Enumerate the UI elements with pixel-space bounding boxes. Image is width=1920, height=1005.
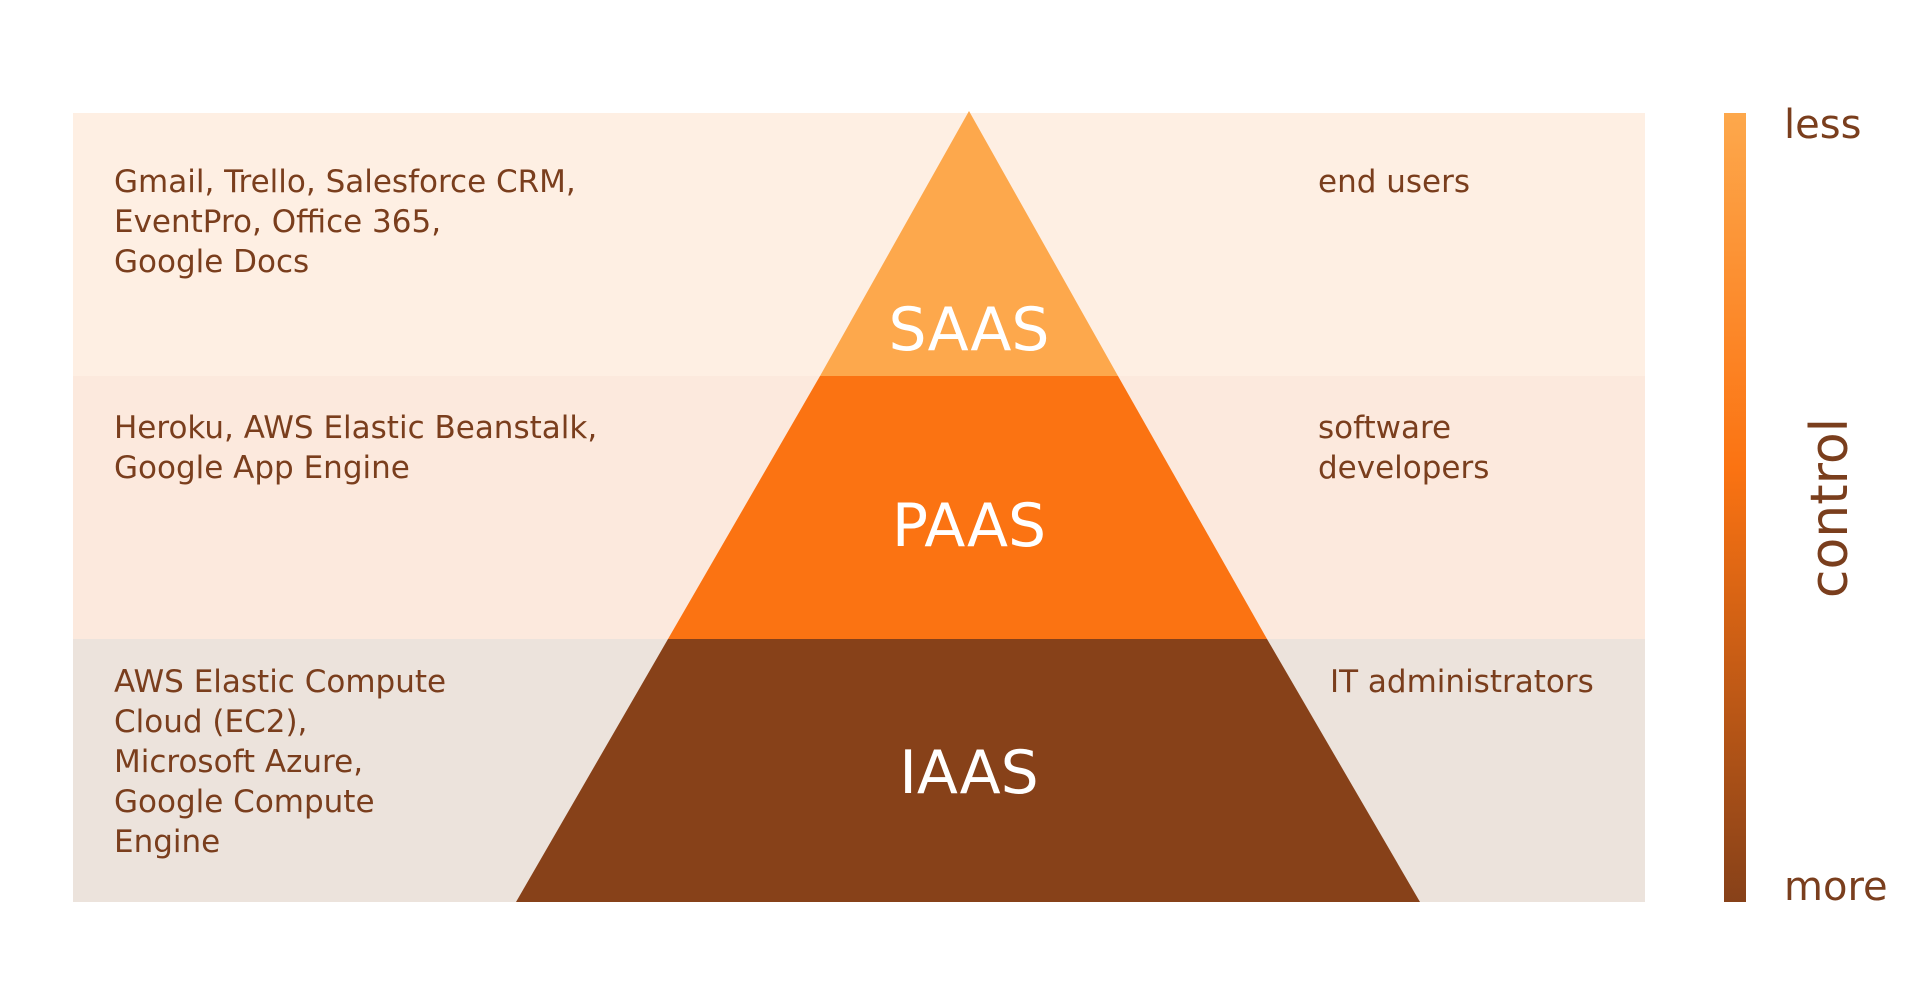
saas-label: SAAS xyxy=(888,295,1049,365)
iaas-example-line: Cloud (EC2), xyxy=(114,704,307,740)
paas-example-line: Google App Engine xyxy=(114,450,410,486)
paas-label: PAAS xyxy=(892,491,1046,561)
paas-examples: Heroku, AWS Elastic Beanstalk, Google Ap… xyxy=(114,410,607,486)
control-scale-bar xyxy=(1724,113,1746,902)
paas-users: software developers xyxy=(1318,410,1489,486)
control-more-label: more xyxy=(1784,864,1888,910)
saas-tier xyxy=(820,111,1118,376)
saas-example-line: EventPro, Office 365, xyxy=(114,204,441,240)
saas-example-line: Gmail, Trello, Salesforce CRM, xyxy=(114,164,576,200)
iaas-tier xyxy=(516,639,1420,902)
iaas-example-line: Google Compute xyxy=(114,784,375,820)
paas-user-line: developers xyxy=(1318,450,1489,486)
saas-user-line: end users xyxy=(1318,164,1470,200)
paas-user-line: software xyxy=(1318,410,1451,446)
paas-example-line: Heroku, AWS Elastic Beanstalk, xyxy=(114,410,597,446)
iaas-examples: AWS Elastic Compute Cloud (EC2), Microso… xyxy=(114,664,456,860)
control-scale-title: control xyxy=(1800,418,1860,598)
iaas-label: IAAS xyxy=(899,738,1039,808)
control-less-label: less xyxy=(1784,102,1861,148)
iaas-example-line: AWS Elastic Compute xyxy=(114,664,446,700)
iaas-user-line: IT administrators xyxy=(1330,664,1594,700)
iaas-example-line: Microsoft Azure, xyxy=(114,744,363,780)
saas-example-line: Google Docs xyxy=(114,244,309,280)
iaas-example-line: Engine xyxy=(114,824,220,860)
saas-examples: Gmail, Trello, Salesforce CRM, EventPro,… xyxy=(114,164,586,280)
saas-users: end users xyxy=(1318,164,1470,200)
iaas-users: IT administrators xyxy=(1330,664,1594,700)
paas-tier xyxy=(668,376,1267,639)
